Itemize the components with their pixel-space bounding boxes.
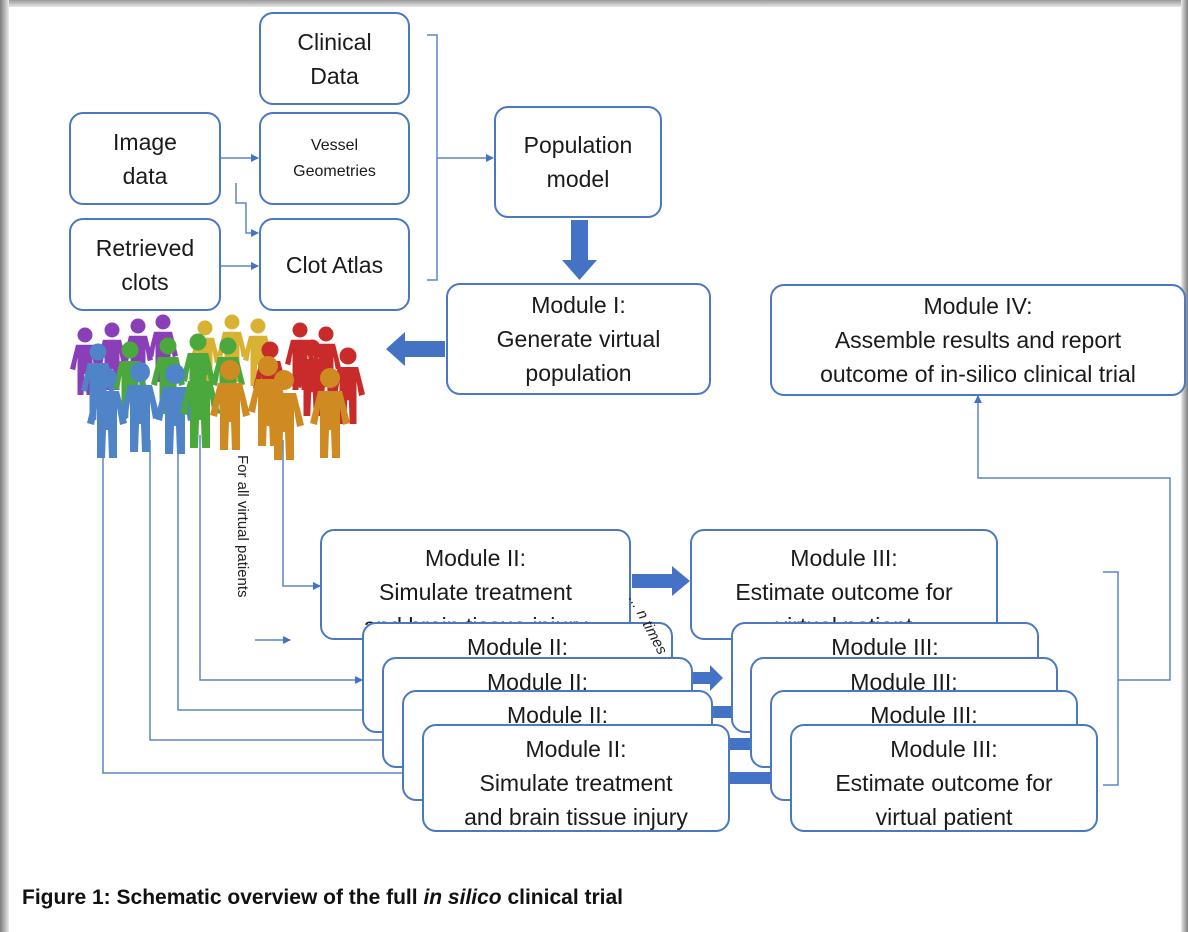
vessel-geometries-line-1: Vessel <box>310 136 359 154</box>
population-model-box: Population model <box>494 106 662 218</box>
image-data-box: Image data <box>69 112 221 205</box>
right-shadow <box>1181 0 1188 932</box>
virtual-patient-figure <box>310 368 350 458</box>
caption-italic: in silico <box>423 886 502 909</box>
module-1-line-2: Generate virtual <box>496 326 661 352</box>
module-3-title: Module III: <box>870 702 978 728</box>
module-3-title: Module III: <box>790 545 898 571</box>
module-3-line-3: virtual patient <box>875 804 1013 830</box>
module-1-line-3: population <box>525 360 632 386</box>
module-2-line-3: and brain tissue injury <box>464 804 688 830</box>
edge-people-m2d <box>149 440 402 744</box>
edge-people-m2a <box>282 440 321 590</box>
left-shadow <box>0 0 9 932</box>
clinical-data-line-1: Clinical <box>297 28 372 55</box>
loop-label: For all virtual patients <box>234 455 251 598</box>
edge-people-m2c <box>177 440 382 714</box>
module-3-box-front: Module III: Estimate outcome for virtual… <box>790 724 1098 832</box>
virtual-patient-figure <box>180 358 220 448</box>
population-model-line-1: Population <box>523 132 633 158</box>
arrow-m2-m3-b <box>690 665 723 691</box>
vessel-geometries-box: Vessel Geometries <box>259 112 410 205</box>
module-4-title: Module IV: <box>923 293 1033 319</box>
module-2-line-2: Simulate treatment <box>479 770 673 796</box>
population-model-line-2: model <box>546 166 610 192</box>
module-2-title: Module II: <box>525 736 627 762</box>
virtual-patient-figure <box>210 360 250 450</box>
edge-people-m2b <box>199 435 363 684</box>
virtual-patient-figure <box>120 362 160 452</box>
arrow-module1-people <box>386 332 445 366</box>
caption-suffix: clinical trial <box>501 886 624 909</box>
caption-prefix: Figure 1: Schematic overview of the full <box>22 886 424 909</box>
retrieved-clots-line-2: clots <box>121 268 169 295</box>
image-data-line-1: Image <box>113 128 177 155</box>
module-3-line-2: Estimate outcome for <box>835 770 1053 796</box>
module-3-line-2: Estimate outcome for <box>735 579 953 605</box>
clot-atlas-line-1: Clot Atlas <box>285 251 384 278</box>
module-2-title: Module II: <box>467 634 568 660</box>
clinical-data-line-2: Data <box>310 62 359 89</box>
module-4-line-3: outcome of in-silico clinical trial <box>820 361 1136 387</box>
edge-image-clot <box>235 183 259 237</box>
retrieved-clots-line-1: Retrieved <box>95 234 195 261</box>
figure-caption: Figure 1: Schematic overview of the full… <box>22 886 623 910</box>
arrow-population-module1 <box>562 220 597 280</box>
module-3-title: Module III: <box>890 736 998 762</box>
module-2-box-front: Module II: Simulate treatment and brain … <box>422 724 730 832</box>
module-2-title: Module II: <box>507 702 608 728</box>
module-1-box: Module I: Generate virtual population <box>446 283 711 395</box>
virtual-patient-figure <box>264 370 304 460</box>
retrieved-clots-box: Retrieved clots <box>69 218 221 311</box>
module-3-title: Module III: <box>831 634 939 660</box>
edge-outputs-module4 <box>974 395 1171 681</box>
module-4-line-2: Assemble results and report <box>834 327 1122 353</box>
outputs-bracket <box>1103 571 1119 786</box>
vessel-geometries-line-2: Geometries <box>293 162 376 180</box>
module-2-line-2: Simulate treatment <box>378 579 573 605</box>
virtual-patient-figure <box>87 368 127 458</box>
clinical-data-box: Clinical Data <box>259 12 410 105</box>
module-2-title: Module II: <box>425 545 526 571</box>
arrow-m2-m3-a <box>632 566 690 596</box>
module-1-title: Module I: <box>531 292 626 318</box>
image-data-line-2: data <box>122 162 168 189</box>
edge-people-m2e <box>102 440 421 777</box>
top-shadow <box>0 0 1188 7</box>
clot-atlas-box: Clot Atlas <box>259 218 410 311</box>
module-4-box: Module IV: Assemble results and report o… <box>770 284 1186 396</box>
